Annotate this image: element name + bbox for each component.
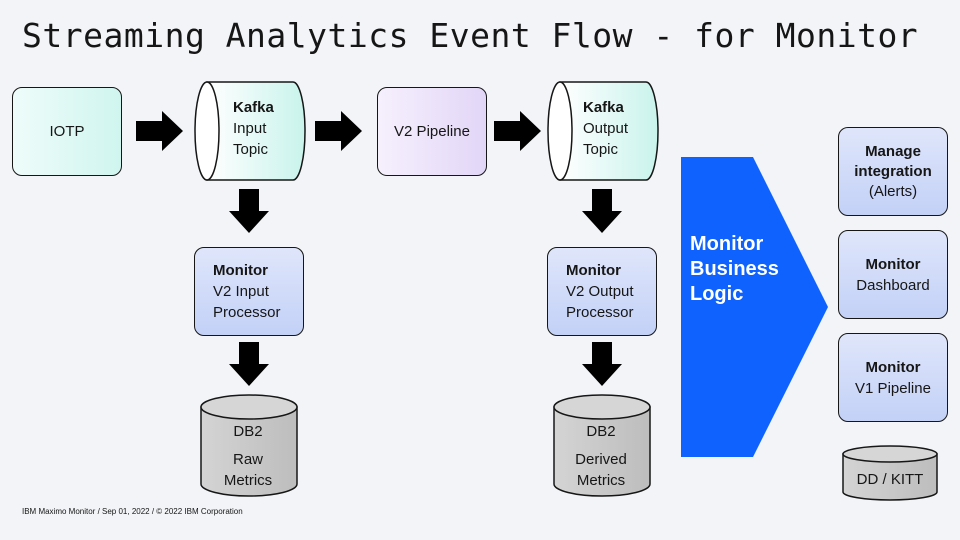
db2-raw-cylinder xyxy=(200,394,298,497)
db2-derived-line2: Metrics xyxy=(576,472,626,489)
arrow-pipeline-to-kafka-output xyxy=(494,111,541,151)
arrow-kafka-to-pipeline xyxy=(315,111,362,151)
monitor-dashboard-title: Monitor xyxy=(865,255,921,273)
kafka-input-line2: Topic xyxy=(233,141,269,158)
business-logic-line1: Monitor xyxy=(690,233,764,255)
iotp-label: IOTP xyxy=(49,123,85,140)
v2-output-processor-line2: Processor xyxy=(566,304,634,321)
iotp-box: IOTP xyxy=(12,87,122,176)
v2-input-processor-box: Monitor V2 Input Processor xyxy=(194,247,304,336)
kafka-output-line1: Output xyxy=(583,120,629,137)
business-logic-line2: Business xyxy=(690,258,779,280)
dd-kitt-label: DD / KITT xyxy=(857,469,924,490)
footer-copyright: IBM Maximo Monitor / Sep 01, 2022 / © 20… xyxy=(22,507,243,516)
arrow-output-processor-to-db2 xyxy=(582,342,622,386)
kafka-output-title: Kafka xyxy=(583,99,624,116)
business-logic-line3: Logic xyxy=(690,283,744,305)
manage-integration-line1: (Alerts) xyxy=(868,182,918,200)
monitor-dashboard-box: Monitor Dashboard xyxy=(838,230,948,319)
monitor-v1-pipeline-line1: V1 Pipeline xyxy=(855,379,931,397)
v2-output-processor-box: Monitor V2 Output Processor xyxy=(547,247,657,336)
page-title: Streaming Analytics Event Flow - for Mon… xyxy=(22,16,919,55)
v2-pipeline-label: V2 Pipeline xyxy=(394,123,470,140)
v2-input-processor-line1: V2 Input xyxy=(213,283,269,300)
arrow-kafka-to-input-processor xyxy=(229,189,269,233)
business-logic-chevron xyxy=(681,157,828,457)
kafka-output-label: Kafka Output Topic xyxy=(583,97,628,160)
kafka-input-line1: Input xyxy=(233,120,267,137)
db2-derived-label: DB2 Derived Metrics xyxy=(575,421,627,491)
kafka-output-cylinder xyxy=(547,81,659,181)
v2-pipeline-box: V2 Pipeline xyxy=(377,87,487,176)
v2-output-processor-line1: V2 Output xyxy=(566,283,634,300)
arrow-kafka-output-to-output-processor xyxy=(582,189,622,233)
kafka-input-label: Kafka Input Topic xyxy=(233,97,274,160)
db2-derived-title: DB2 xyxy=(586,423,616,440)
manage-integration-title1: Manage xyxy=(865,142,921,160)
v2-input-processor-line2: Processor xyxy=(213,304,281,321)
db2-derived-cylinder xyxy=(553,394,651,497)
db2-raw-line2: Metrics xyxy=(223,472,273,489)
db2-raw-title: DB2 xyxy=(233,423,263,440)
monitor-v1-pipeline-box: Monitor V1 Pipeline xyxy=(838,333,948,422)
kafka-input-cylinder xyxy=(194,81,306,181)
monitor-v1-pipeline-title: Monitor xyxy=(865,358,921,376)
db2-derived-line1: Derived xyxy=(575,451,627,468)
manage-integration-title2: integration xyxy=(854,162,932,180)
db2-raw-label: DB2 Raw Metrics xyxy=(224,421,272,491)
manage-integration-box: Manage integration (Alerts) xyxy=(838,127,948,216)
arrow-input-processor-to-db2 xyxy=(229,342,269,386)
v2-output-processor-title: Monitor xyxy=(566,262,621,279)
monitor-dashboard-line1: Dashboard xyxy=(856,276,930,294)
business-logic-label: Monitor Business Logic xyxy=(690,232,779,307)
kafka-output-line2: Topic xyxy=(583,141,619,158)
dd-kitt-text: DD / KITT xyxy=(856,471,924,488)
dd-kitt-cylinder xyxy=(842,445,938,501)
db2-raw-line1: Raw xyxy=(232,451,263,468)
arrow-iotp-to-kafka xyxy=(136,111,183,151)
kafka-input-title: Kafka xyxy=(233,99,274,116)
v2-input-processor-title: Monitor xyxy=(213,262,268,279)
